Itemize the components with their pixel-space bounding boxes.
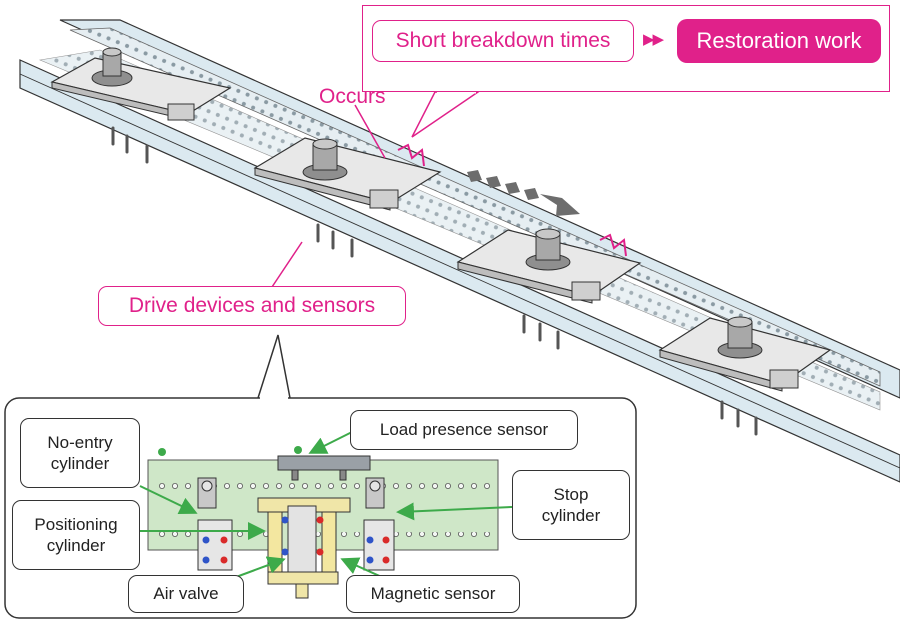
- support-legs: [111, 126, 758, 436]
- detail-machine: [147, 446, 499, 599]
- breakdown-spark-1: [397, 143, 425, 167]
- positioning-cylinder-label: Positioning cylinder: [12, 500, 140, 570]
- magnetic-sensor-label: Magnetic sensor: [346, 575, 520, 613]
- short-breakdown-label: Short breakdown times: [372, 20, 634, 62]
- sequence-arrows-icon: ▶▶: [643, 31, 664, 48]
- air-valve-label: Air valve: [128, 575, 244, 613]
- detail-panel-pointer: [257, 334, 291, 399]
- callout-pointer: [411, 91, 481, 138]
- no-entry-cylinder-label: No-entry cylinder: [20, 418, 140, 488]
- breakdown-spark-2: [599, 233, 627, 257]
- pallet-3: [456, 228, 642, 304]
- pallet-2: [253, 137, 442, 211]
- occurs-label: Occurs: [319, 85, 386, 108]
- occurs-leader: [354, 104, 386, 159]
- pallet-1: [50, 47, 232, 121]
- conveyor-rail: [19, 19, 900, 483]
- load-presence-sensor-label: Load presence sensor: [350, 410, 578, 450]
- devices-leader: [269, 241, 303, 291]
- flow-direction-arrow: [467, 170, 580, 216]
- stop-cylinder-label: Stop cylinder: [512, 470, 630, 540]
- restoration-work-label: Restoration work: [677, 19, 881, 63]
- pallet-4: [658, 316, 832, 392]
- drive-devices-label: Drive devices and sensors: [98, 286, 406, 326]
